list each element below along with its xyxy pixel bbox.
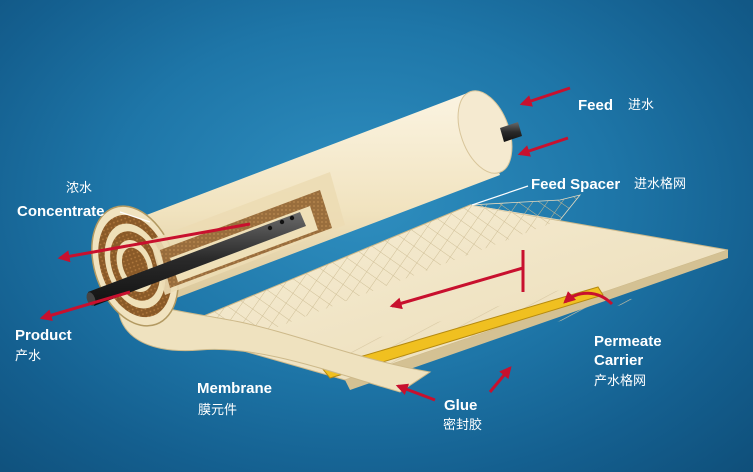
feed-arrow-upper xyxy=(519,86,571,107)
permeate-carrier-label-line1: Permeate xyxy=(594,333,662,350)
glue-arrow-left xyxy=(395,383,436,402)
feed-label: Feed xyxy=(578,97,614,114)
permeate-carrier-label-line2: Carrier xyxy=(594,352,644,369)
glue-arrow-right xyxy=(488,366,512,393)
membrane-label: Membrane xyxy=(197,380,273,397)
flow-arrows xyxy=(39,86,614,402)
product-label-cn: 产水 xyxy=(15,349,42,364)
glue-label: Glue xyxy=(444,397,478,414)
concentrate-label-cn: 浓水 xyxy=(66,181,93,196)
feed-label-cn: 进水 xyxy=(628,98,655,113)
feed-spacer-label: Feed Spacer xyxy=(531,176,621,193)
membrane-curl xyxy=(117,289,432,393)
leader-lines xyxy=(119,185,529,223)
permeate-flow-arrow xyxy=(389,266,524,310)
concentrate-label: Concentrate xyxy=(17,203,105,220)
feed-arrow-lower xyxy=(517,136,569,157)
spiral-end-face xyxy=(91,205,179,327)
glue-label-cn: 密封胶 xyxy=(443,418,483,433)
product-arrow xyxy=(39,290,131,322)
permeate-carrier-label-cn: 产水格网 xyxy=(594,374,647,389)
feed-spacer-label-cn: 进水格网 xyxy=(634,177,687,192)
permeate-tube xyxy=(86,122,522,306)
carrier-curve-arrow xyxy=(563,291,614,306)
membrane-label-cn: 膜元件 xyxy=(198,403,238,418)
glue-strip xyxy=(321,286,604,379)
feed-spacer-mesh xyxy=(469,194,582,221)
concentrate-arrow xyxy=(57,222,251,263)
product-label: Product xyxy=(15,327,72,344)
